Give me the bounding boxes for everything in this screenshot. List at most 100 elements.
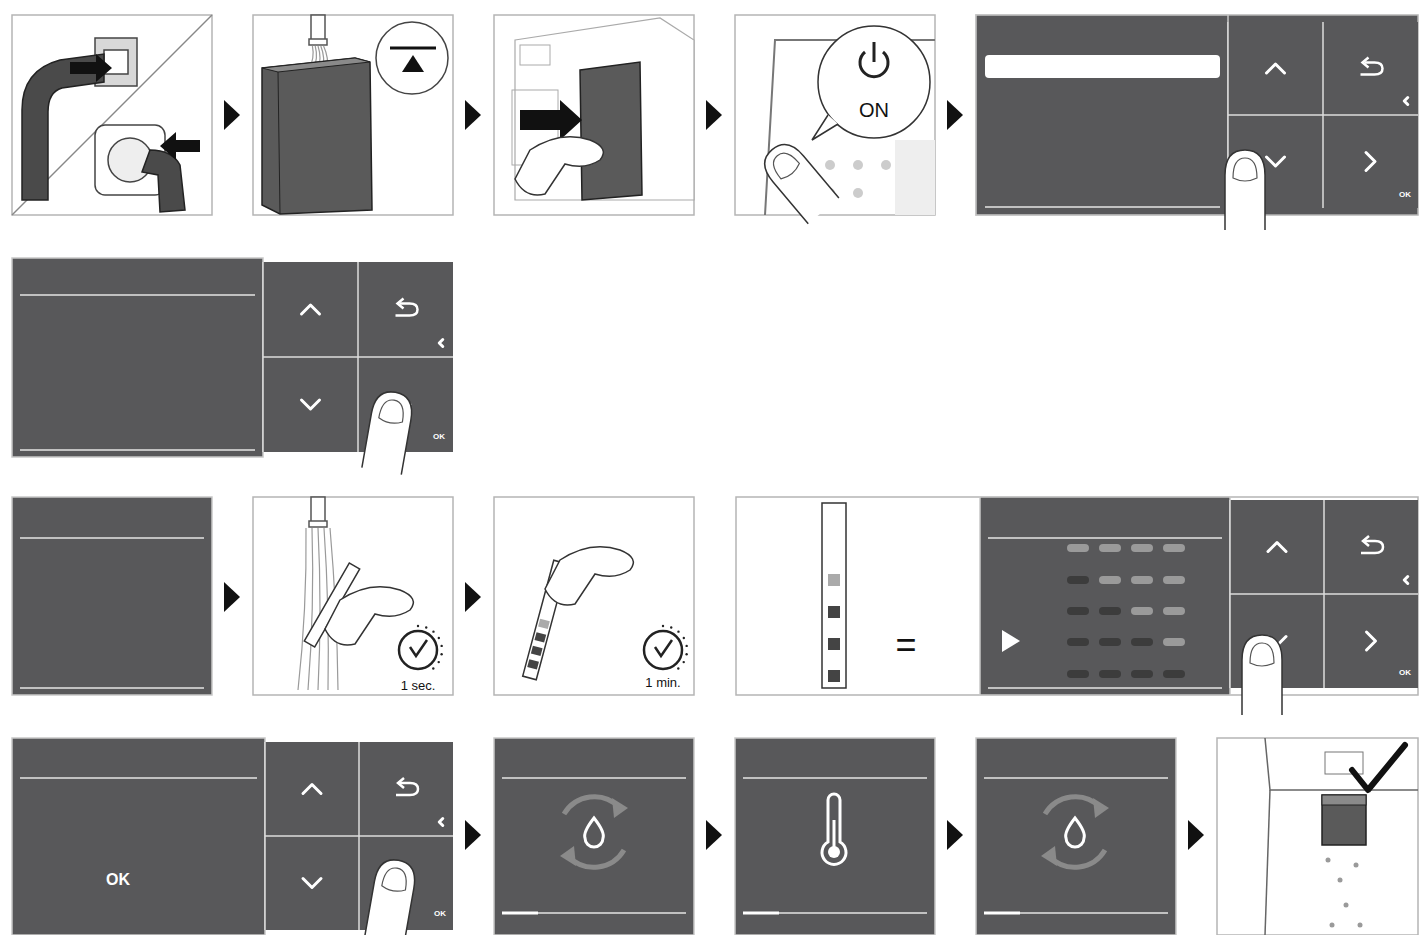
tank-rim [262,58,370,72]
cycle-arrowhead [1093,798,1109,818]
hardness-dot [1163,638,1185,646]
hand [545,547,633,605]
display-screen [12,258,263,457]
menu-icon [881,160,891,170]
panel-frame [735,15,935,215]
outlet-socket [108,138,152,182]
display-rule [20,537,204,539]
display-screen [976,15,1228,215]
timer-icon [644,631,682,669]
machine-detail [1325,752,1363,774]
hardness-dot [1067,607,1089,615]
bubble-tail [812,115,838,140]
machine-detail [520,45,550,65]
strip-pad [527,659,539,669]
panel-frame [12,15,212,215]
chevron-icon [1367,632,1376,650]
finger [757,137,839,224]
display-screen [980,497,1230,695]
hardness-dot [1067,638,1089,646]
power-cord [22,54,104,200]
chevron-icon [439,819,443,826]
thermometer-column [833,820,836,848]
display-rule [985,206,1220,208]
machine-outline [1265,738,1418,790]
chevron-icon [303,785,321,794]
fingernail [1250,643,1274,666]
button-block [265,742,453,930]
timer-hand [655,640,672,656]
power-icon [873,42,876,62]
tap-spout [311,15,325,41]
panel-frame [253,15,453,215]
timer-dot [670,626,672,628]
display-rule [988,537,1222,539]
insert-arrow [520,100,582,140]
timer-dot [417,625,419,627]
equals-sign: = [895,627,916,663]
finger-outline [365,857,418,935]
hardness-dot [1067,670,1089,678]
button-block [1230,500,1418,688]
power-label: ON [859,100,889,120]
machine-outline [1265,790,1270,935]
tap-nozzle [309,39,327,45]
progress-fill [984,912,1020,915]
water-drop [1338,878,1343,883]
machine-outline [515,18,694,200]
chevron-icon [1267,157,1285,166]
hardness-dot [1067,576,1089,584]
time-label: 1 min. [645,676,680,689]
display-screen [12,738,265,935]
strip-pad [828,574,840,586]
cycle-arrowhead [1041,846,1057,866]
button-label: OK [434,910,446,918]
split-line [12,15,212,215]
water-stream [298,528,306,690]
insert-arrow [160,132,200,160]
display-screen [12,497,212,695]
water-drop [1330,923,1335,928]
finger [1225,150,1265,230]
chevron-icon [1404,577,1408,584]
cycle-arrow [564,797,619,814]
chevron-icon [1268,543,1286,552]
finger-outline [757,137,839,224]
step-arrow [706,100,722,130]
water-drop-icon [585,818,604,847]
insert-arrow [70,54,112,82]
hand [325,587,413,645]
chevron-icon [302,305,320,314]
back-icon [398,299,404,309]
hand [515,137,603,195]
button-block [263,262,453,452]
timer-dot [438,637,440,639]
cycle-arrow [569,850,624,867]
water-tank [580,62,642,200]
water-stream [308,528,313,690]
progress-track [984,912,1168,914]
check-mark [1352,745,1405,790]
hardness-dot [1163,576,1185,584]
time-label: 1 sec. [401,679,436,692]
display-rule [984,777,1168,779]
finger-outline [1242,635,1282,715]
step-arrow [947,100,963,130]
max-marker [402,55,424,72]
timer-dot [425,626,427,628]
timer-dot [440,645,442,647]
panel-frame [736,497,1418,695]
strip-pad [828,606,840,618]
strip-pad [828,670,840,682]
test-strip [822,503,846,688]
back-icon [1363,536,1369,546]
menu-icon [853,188,863,198]
display-rule [20,777,257,779]
timer-dot [685,653,687,655]
timer-dot [438,661,440,663]
display-rule [20,449,255,451]
display-rule [988,687,1222,689]
finger [365,857,418,935]
spout-unit [1322,795,1366,845]
hardness-dot [1099,638,1121,646]
